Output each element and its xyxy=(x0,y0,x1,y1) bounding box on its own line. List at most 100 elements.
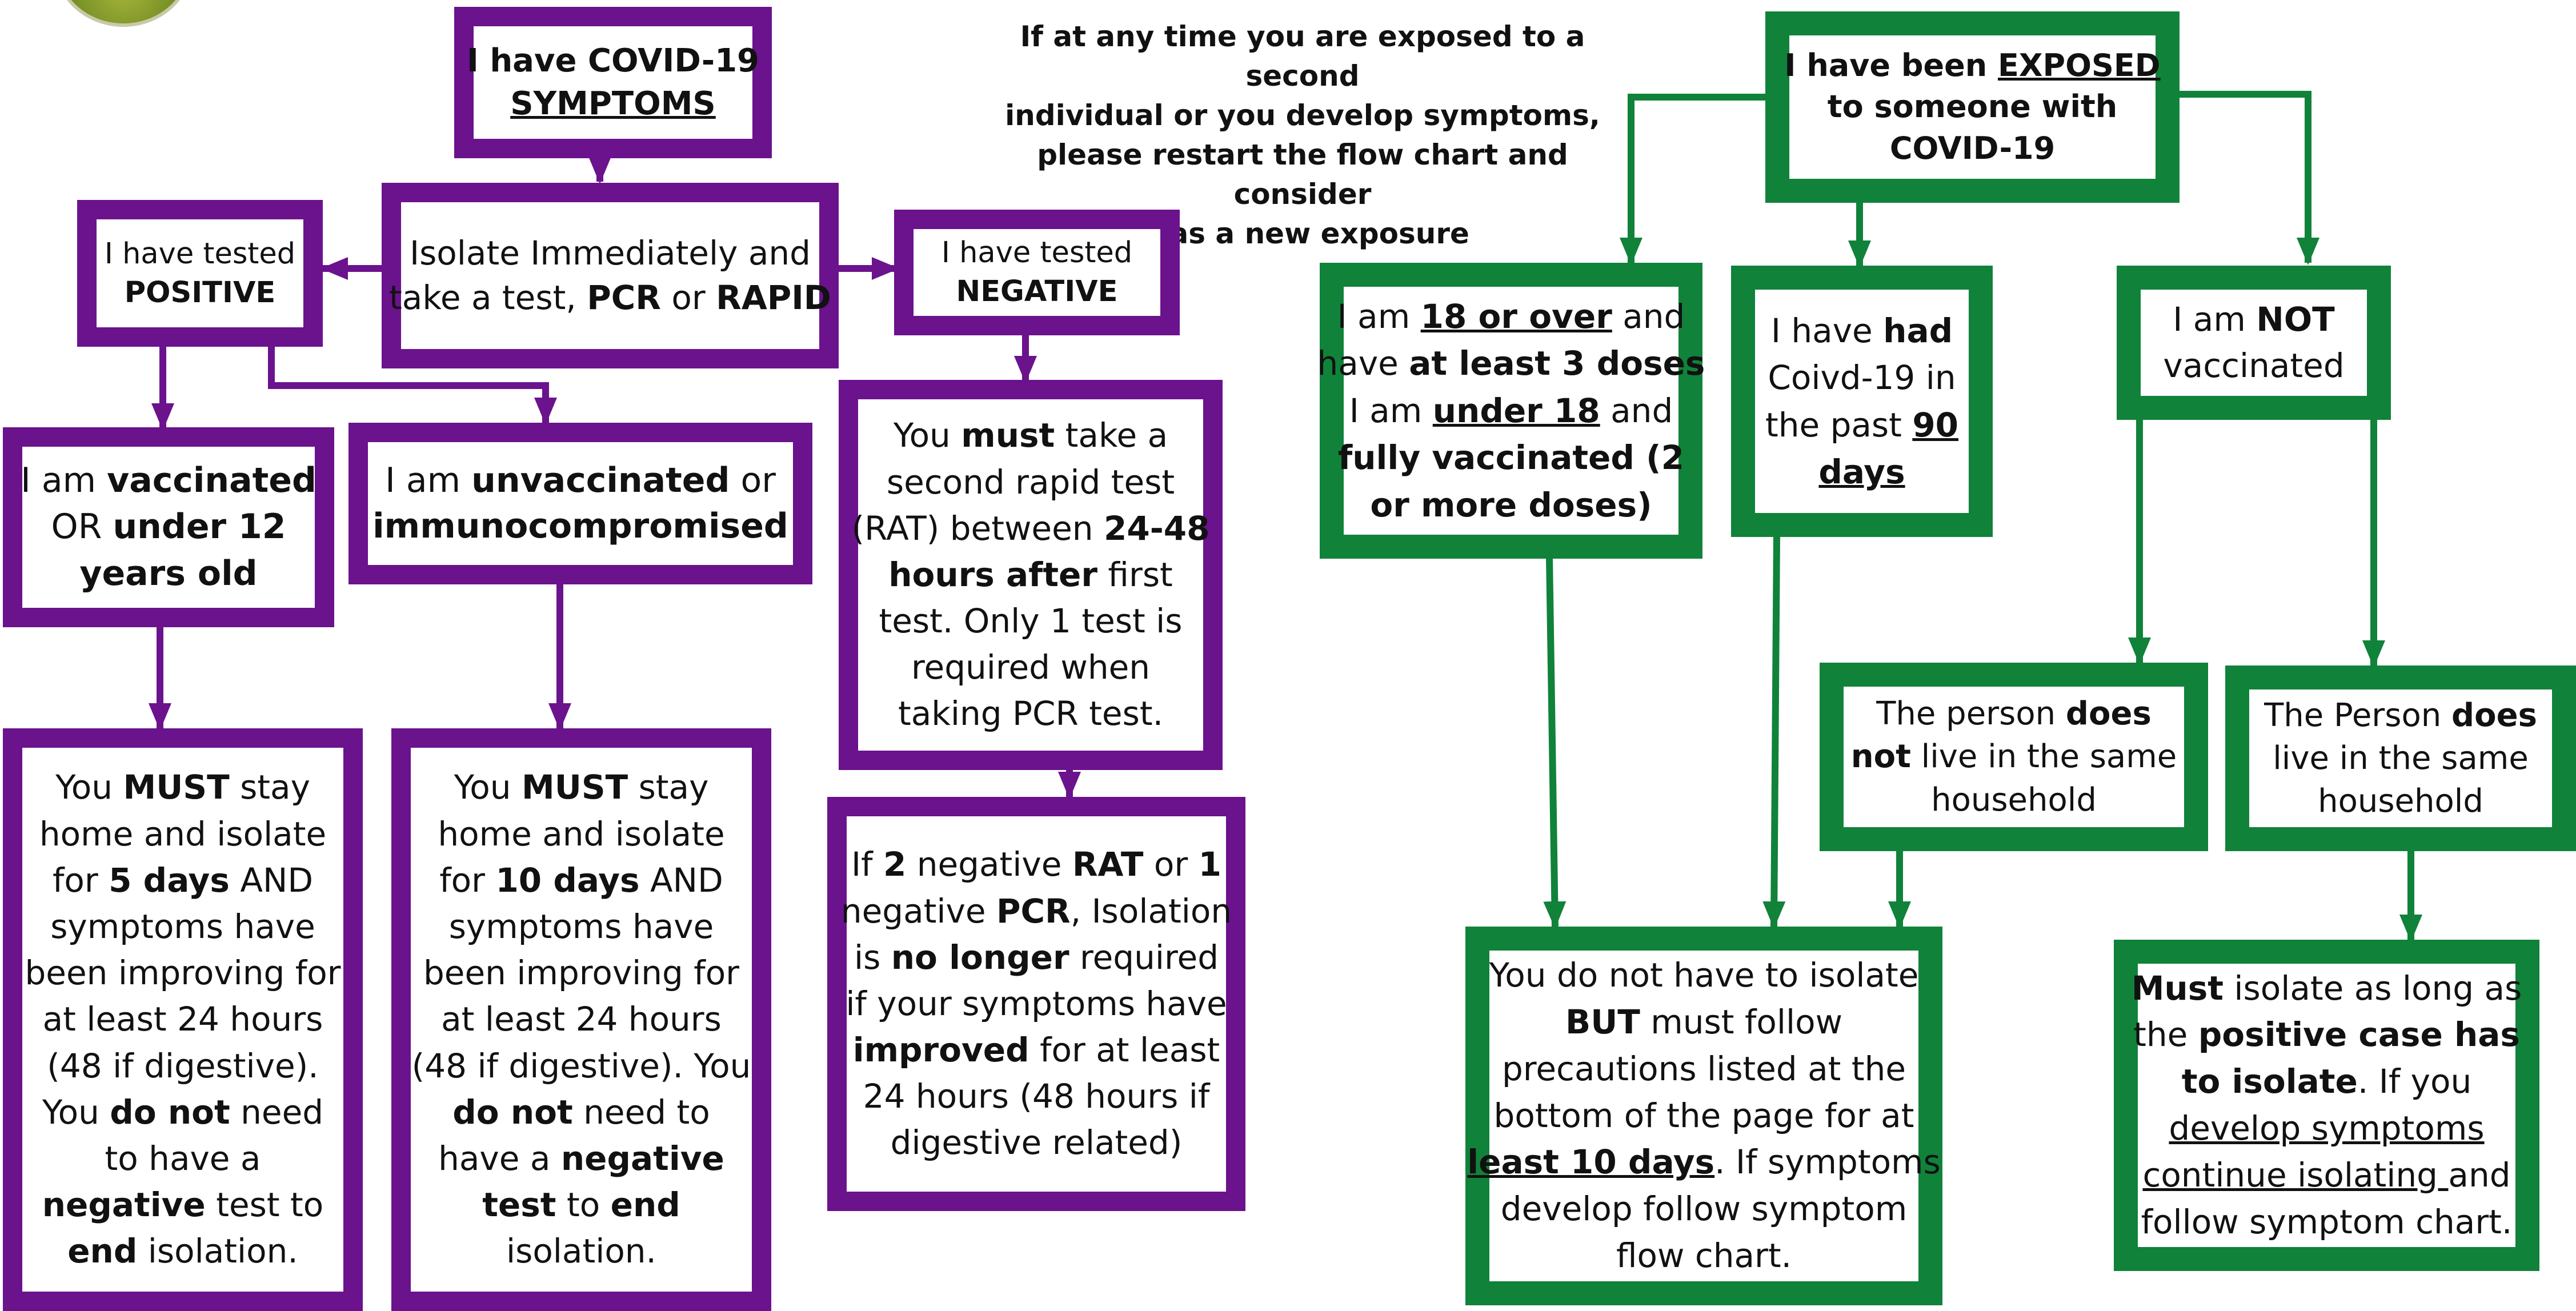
box-text: I have been xyxy=(1784,47,1998,83)
box-text: isolate as long as xyxy=(2223,968,2522,1008)
box-text: least 10 days xyxy=(1467,1142,1715,1182)
box-text: test to xyxy=(205,1185,324,1225)
box-text: to isolate xyxy=(2181,1062,2358,1101)
box-text: MUST xyxy=(522,768,628,807)
box-text: negative xyxy=(840,891,996,931)
box-text: or xyxy=(730,460,776,500)
box-text: develop follow symptom xyxy=(1500,1189,1908,1229)
same-household-box: The Person does live in the same househo… xyxy=(2225,665,2576,851)
arrow-exposed-to-adult xyxy=(1620,94,1768,265)
five-days-box: You MUST stay home and isolate for 5 day… xyxy=(3,728,363,1311)
box-text: BUT xyxy=(1565,1003,1640,1042)
box-text: I have COVID-19 xyxy=(466,42,760,80)
box-text: RAPID xyxy=(716,278,831,317)
box-text: AND xyxy=(229,860,314,900)
box-text: 2 xyxy=(883,845,907,884)
box-text: at least 24 hours xyxy=(42,1000,323,1039)
box-text: negative xyxy=(906,845,1072,884)
box-text: been improving for xyxy=(423,953,740,993)
box-text: have xyxy=(1317,344,1409,383)
box-text: not xyxy=(1850,738,1911,776)
box-text: RAT xyxy=(1072,845,1144,884)
box-text: 10 days xyxy=(495,860,640,900)
no-isolate-box: You do not have to isolate BUT must foll… xyxy=(1465,927,1942,1305)
box-text: If xyxy=(851,845,883,884)
box-text: SYMPTOMS xyxy=(510,85,716,122)
tested-positive-box: I have tested POSITIVE xyxy=(77,200,323,347)
isolate-box: Isolate Immediately and take a test, PCR… xyxy=(382,183,839,368)
box-text: PCR xyxy=(996,891,1071,931)
box-text: and xyxy=(1612,297,1685,336)
box-text: I have tested xyxy=(104,236,296,271)
note-line: it as a new exposure xyxy=(1136,217,1469,250)
box-text: required xyxy=(1069,937,1219,977)
box-text: follow symptom chart. xyxy=(2141,1202,2513,1241)
box-text: PCR xyxy=(587,278,661,317)
box-text: . If symptoms xyxy=(1714,1142,1941,1182)
box-text: must xyxy=(961,416,1055,455)
box-text: no longer xyxy=(891,937,1069,977)
box-text: or more doses) xyxy=(1370,485,1652,524)
box-text: or xyxy=(660,278,716,317)
note-line: individual or you develop symptoms, xyxy=(1005,99,1600,132)
restart-note: If at any time you are exposed to a seco… xyxy=(988,17,1617,254)
box-text: The person xyxy=(1876,695,2066,733)
box-text: NOT xyxy=(2256,299,2335,339)
box-text: COVID-19 xyxy=(1889,130,2056,166)
box-text: isolation. xyxy=(137,1232,298,1271)
box-text: at least 3 doses xyxy=(1409,344,1705,383)
box-text: negative xyxy=(42,1185,206,1225)
box-text: symptoms have xyxy=(448,907,714,947)
box-text: home and isolate xyxy=(39,814,327,853)
box-text: POSITIVE xyxy=(124,275,276,310)
box-text: for xyxy=(52,860,109,900)
box-text: OR xyxy=(51,507,113,547)
adult-doses-box: I am 18 or over and have at least 3 dose… xyxy=(1317,263,1705,559)
box-text: EXPOSED xyxy=(1997,47,2161,83)
box-text: do not xyxy=(452,1092,573,1132)
box-text: stay xyxy=(628,768,709,807)
no-longer-box: If 2 negative RAT or 1 negative PCR, Iso… xyxy=(827,797,1245,1211)
box-text: AND xyxy=(639,860,723,900)
box-text: positive case has xyxy=(2198,1015,2520,1055)
box-text: I am xyxy=(2173,299,2257,339)
box-text: (RAT) between xyxy=(851,508,1104,548)
box-text: You xyxy=(42,1092,110,1132)
box-text: vaccinated xyxy=(2163,346,2345,385)
box-text: live in the same xyxy=(2273,739,2529,777)
box-text: The Person xyxy=(2264,696,2452,734)
box-text: does xyxy=(2065,695,2152,733)
box-text: at least 24 hours xyxy=(441,1000,722,1039)
box-text: You xyxy=(55,768,123,807)
box-text: Isolate Immediately and xyxy=(409,234,811,273)
tested-negative-box: I have tested NEGATIVE xyxy=(894,210,1180,335)
box-text: vaccinated xyxy=(107,460,317,500)
box-text: precautions listed at the xyxy=(1501,1049,1906,1088)
box-text: have a xyxy=(438,1138,561,1178)
box-text: household xyxy=(2318,783,2483,820)
box-text: been improving for xyxy=(25,953,341,993)
box-text: 5 days xyxy=(109,860,230,900)
arrow-positive-to-unvaccinated xyxy=(268,347,557,425)
box-text: 24-48 xyxy=(1104,508,1210,548)
box-text: (48 if digestive). xyxy=(47,1046,319,1085)
box-text: end xyxy=(610,1185,680,1225)
box-text: end xyxy=(67,1232,138,1271)
box-text: days xyxy=(1818,452,1905,491)
arrow-had-covid-to-no-isolate xyxy=(1762,535,1786,929)
arrow-exposed-to-not-vaccinated xyxy=(2177,91,2319,265)
box-text: do not xyxy=(110,1092,230,1132)
box-text: continue isolating xyxy=(2142,1155,2449,1194)
box-text: I am xyxy=(1337,297,1421,336)
box-text: to have a xyxy=(105,1138,261,1178)
box-text: fully vaccinated (2 xyxy=(1338,438,1684,478)
box-text: 24 hours (48 hours if xyxy=(863,1077,1210,1116)
box-text: , Isolation xyxy=(1070,891,1232,931)
box-text: household xyxy=(1931,781,2097,819)
box-text: test xyxy=(482,1185,556,1225)
box-text: MUST xyxy=(123,768,230,807)
ten-days-box: You MUST stay home and isolate for 10 da… xyxy=(391,728,771,1311)
box-text: if your symptoms have xyxy=(846,984,1227,1023)
